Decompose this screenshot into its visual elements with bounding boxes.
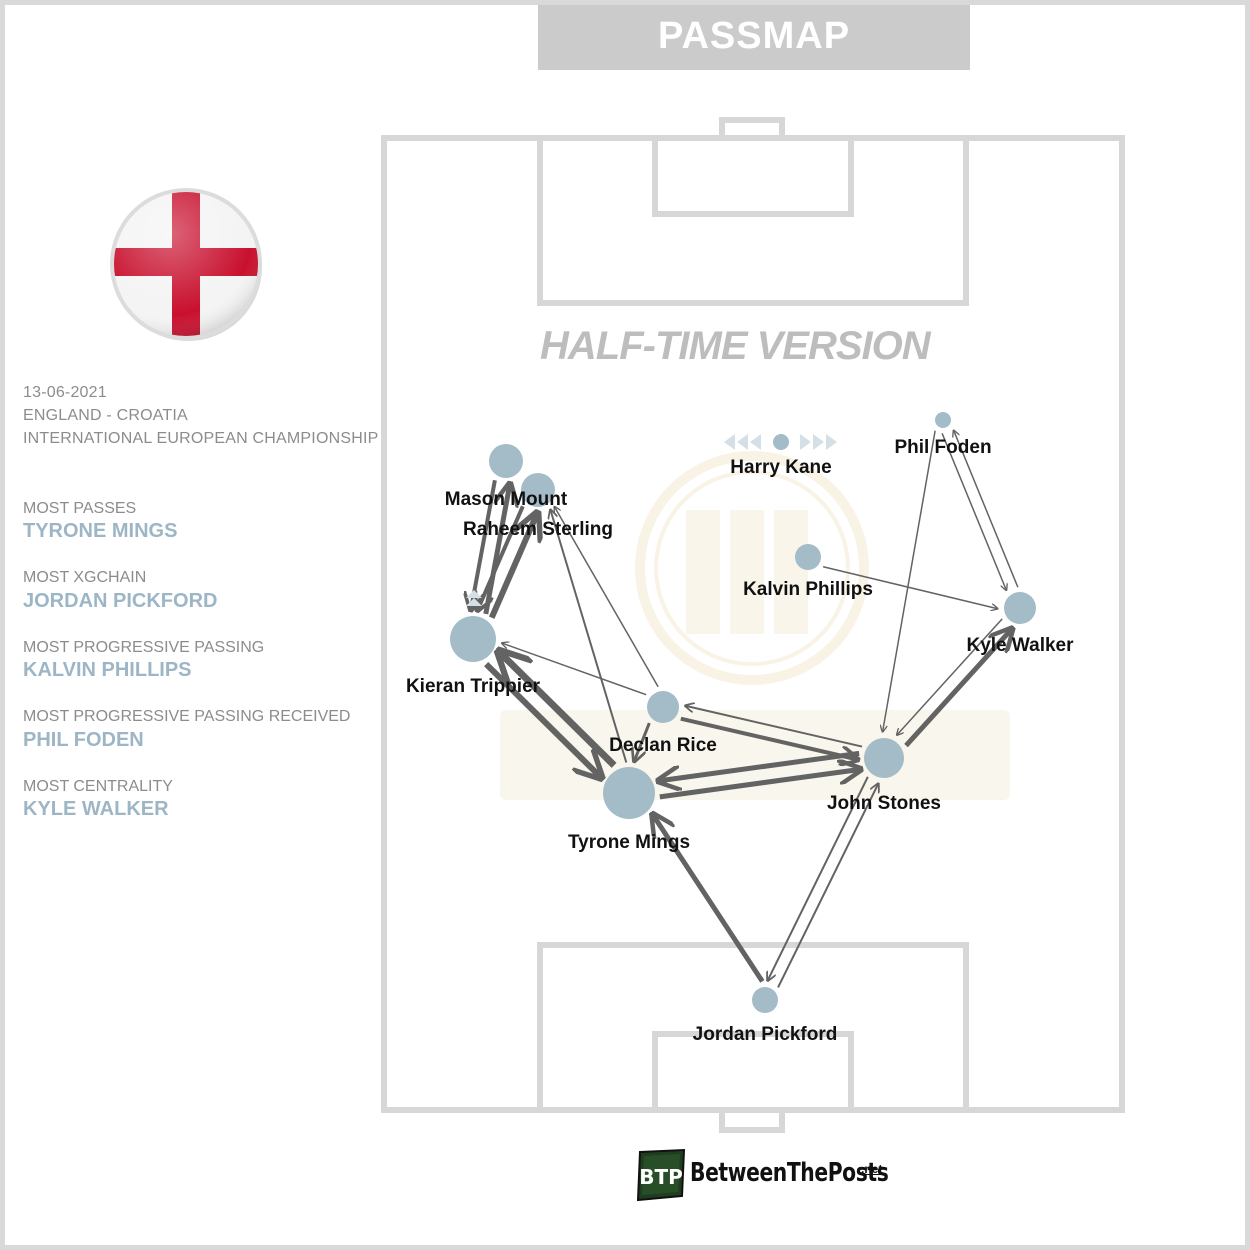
player-label-pickford: Jordan Pickford [693, 1024, 838, 1045]
pass-edges [471, 430, 1019, 988]
player-label-mount: Mason Mount [445, 489, 568, 510]
player-node-sterling[interactable] [521, 473, 555, 507]
stat-value-most-xgchain: JORDAN PICKFORD [23, 590, 218, 612]
player-node-phillips[interactable] [795, 544, 821, 570]
player-label-phillips: Kalvin Phillips [743, 579, 873, 600]
pass-mings-to-sterling [551, 510, 628, 763]
top-six-yard-box [652, 135, 854, 217]
match-fixture: ENGLAND - CROATIA [23, 407, 188, 424]
player-node-rice[interactable] [647, 691, 679, 723]
player-node-kane[interactable] [773, 434, 789, 450]
pass-foden-to-walker [941, 433, 1006, 590]
player-node-walker[interactable] [1004, 592, 1036, 624]
pass-stones-to-pickford [768, 776, 869, 980]
stat-value-most-progressive-received: PHIL FODEN [23, 729, 144, 751]
player-label-stones: John Stones [827, 793, 941, 814]
stat-value-most-passes: TYRONE MINGS [23, 520, 178, 542]
stat-label-most-progressive-received: MOST PROGRESSIVE PASSING RECEIVED [23, 708, 351, 725]
stat-value-most-progressive-passing: KALVIN PHILLIPS [23, 659, 192, 681]
version-label: HALF-TIME VERSION [540, 324, 931, 368]
pass-trippier-to-sterling [488, 515, 537, 619]
player-label-kane: Harry Kane [730, 457, 831, 478]
player-node-foden[interactable] [935, 412, 951, 428]
player-node-mount[interactable] [489, 444, 523, 478]
player-node-trippier[interactable] [450, 616, 496, 662]
player-node-mings[interactable] [603, 767, 655, 819]
pass-walker-to-foden [954, 431, 1019, 588]
pass-trippier-to-mings [484, 661, 600, 777]
trippier-direction-markers [466, 590, 482, 606]
bottom-goal [719, 1107, 785, 1133]
pass-pickford-to-mings [653, 815, 765, 983]
stat-label-most-progressive-passing: MOST PROGRESSIVE PASSING [23, 639, 265, 656]
match-date: 13-06-2021 [23, 384, 107, 401]
brand-name: BetweenThePosts [690, 1158, 889, 1188]
btp-logo-text: BTP [639, 1165, 683, 1189]
player-label-trippier: Kieran Trippier [406, 676, 541, 697]
btp-logo-icon: BTP [636, 1148, 686, 1202]
player-label-walker: Kyle Walker [966, 635, 1074, 656]
stat-label-most-passes: MOST PASSES [23, 500, 137, 517]
stat-label-most-centrality: MOST CENTRALITY [23, 778, 173, 795]
player-label-rice: Declan Rice [609, 735, 717, 756]
player-node-stones[interactable] [864, 738, 904, 778]
top-penalty-box [537, 135, 969, 306]
pass-foden-to-stones [883, 430, 936, 732]
pass-rice-to-mings [634, 722, 651, 761]
pass-rice-to-stones [680, 716, 857, 760]
england-flag-icon [110, 188, 262, 341]
pass-mount-to-trippier [471, 479, 497, 609]
pass-rice-to-sterling [555, 507, 659, 688]
kane-direction-markers [724, 434, 837, 450]
pass-walker-to-stones [897, 618, 1003, 735]
player-label-sterling: Raheem Sterling [463, 519, 613, 540]
brand-logo[interactable]: BTP BetweenThePosts .net [634, 1148, 894, 1202]
player-label-mings: Tyrone Mings [568, 832, 690, 853]
player-node-pickford[interactable] [752, 987, 778, 1013]
brand-suffix: .net [861, 1162, 883, 1176]
stat-label-most-xgchain: MOST XGCHAIN [23, 569, 147, 586]
pass-rice-to-trippier [502, 643, 647, 696]
bottom-six-yard-box [652, 1031, 854, 1113]
pass-stones-to-rice [686, 706, 863, 748]
pass-mings-to-stones [659, 769, 860, 800]
pass-mings-to-trippier [500, 653, 617, 768]
pass-sterling-to-trippier [478, 505, 525, 609]
pass-phillips-to-walker [822, 565, 997, 609]
stat-value-most-centrality: KYLE WALKER [23, 798, 169, 820]
pass-stones-to-mings [660, 750, 860, 780]
player-label-foden: Phil Foden [894, 437, 991, 458]
match-competition: INTERNATIONAL EUROPEAN CHAMPIONSHIP [23, 430, 379, 447]
page-title: PASSMAP [538, 5, 970, 70]
pass-stones-to-walker [904, 630, 1011, 748]
player-nodes [450, 412, 1036, 1013]
pass-pickford-to-stones [777, 784, 878, 988]
